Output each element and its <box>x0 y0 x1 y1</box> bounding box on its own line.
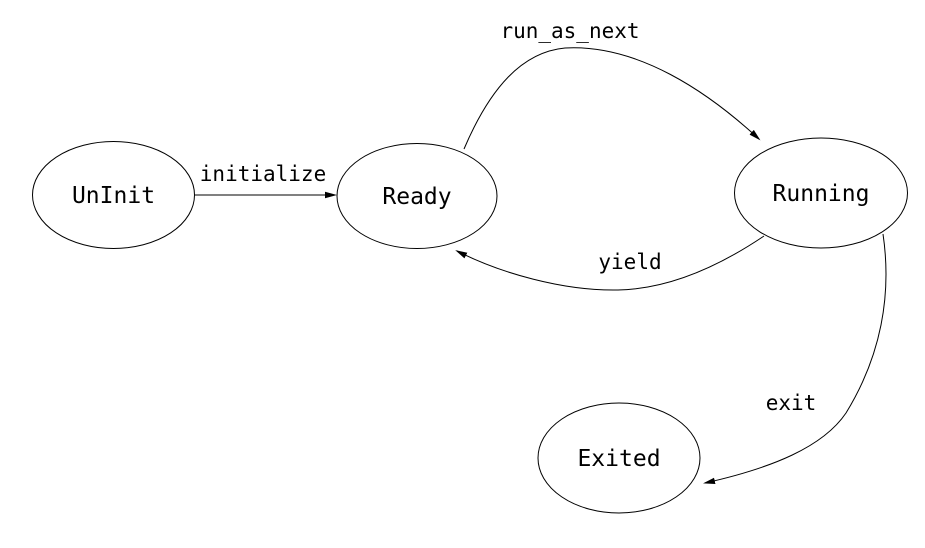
state-node-exited-shape <box>537 402 701 514</box>
state-node-running-shape <box>734 137 908 249</box>
edge-initialize: initialize <box>194 162 337 199</box>
edge-run-as-next-arrow <box>463 47 761 150</box>
edge-exit-arrow <box>703 233 887 484</box>
edge-run-as-next: run_as_next <box>463 19 761 150</box>
state-node-ready-shape <box>336 143 498 249</box>
edge-exit: exit <box>703 233 887 484</box>
state-node-uninit-label: UnInit <box>72 183 155 209</box>
state-node-uninit-shape <box>32 141 195 249</box>
state-node-ready-label: Ready <box>382 184 451 210</box>
state-node-uninit: UnInit <box>32 141 195 249</box>
state-node-exited: Exited <box>537 402 701 514</box>
edge-yield-label: yield <box>598 250 661 274</box>
state-node-running-label: Running <box>773 181 870 207</box>
edge-yield: yield <box>455 235 765 291</box>
edge-yield-arrow <box>455 235 765 291</box>
state-node-exited-label: Exited <box>577 446 660 472</box>
state-node-running: Running <box>734 137 908 249</box>
edge-run-as-next-label: run_as_next <box>500 19 639 43</box>
state-node-ready: Ready <box>336 143 498 249</box>
edge-exit-label: exit <box>766 391 817 415</box>
edge-initialize-label: initialize <box>200 162 326 186</box>
